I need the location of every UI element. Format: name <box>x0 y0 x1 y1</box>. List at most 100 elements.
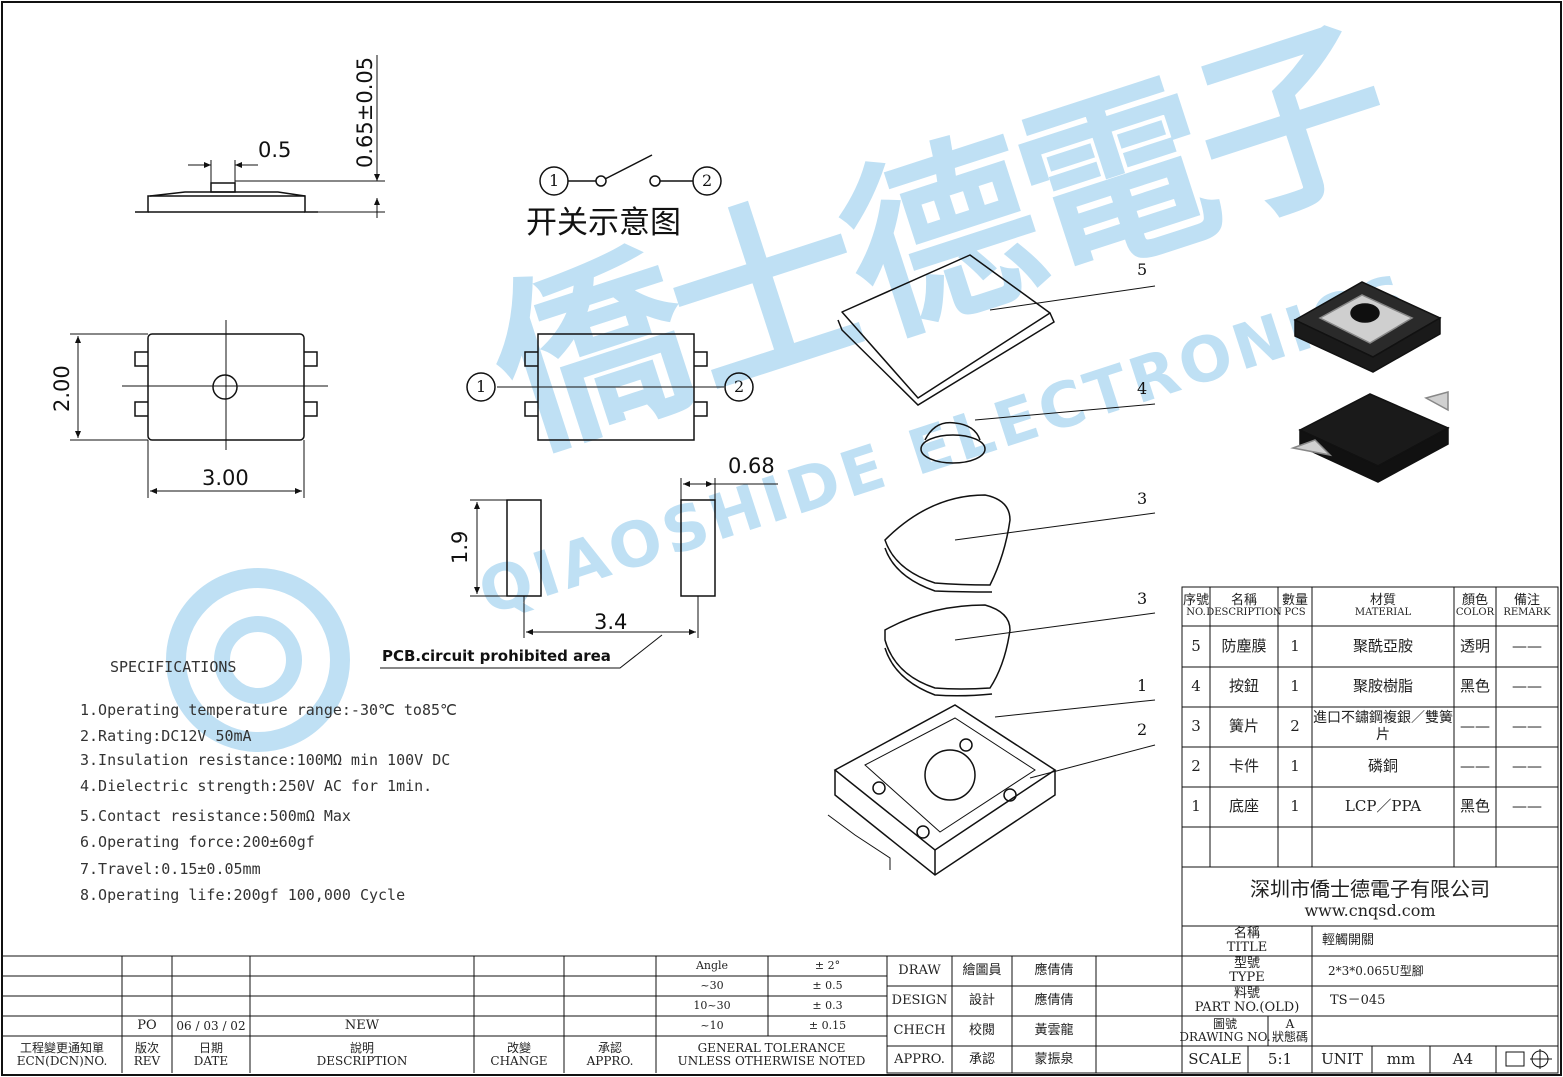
dim-length: 3.00 <box>202 466 249 490</box>
scale-label: SCALE <box>1188 1049 1242 1068</box>
bom-cell: 進口不鏽鋼複銀／雙簧片 <box>1313 710 1453 743</box>
pin-1-schematic: 1 <box>549 171 560 190</box>
tolerance-range: ~30 <box>700 979 724 993</box>
switch-schematic <box>539 154 722 196</box>
callout-5: 5 <box>1137 260 1148 279</box>
bom-cell: 磷銅 <box>1367 757 1398 776</box>
approval-role: CHECH <box>893 1023 946 1039</box>
bom-cell: 5 <box>1191 636 1201 655</box>
dim-height: 0.65±0.05 <box>353 56 377 168</box>
tolerance-range: Angle <box>695 959 729 973</box>
bom-cell: 1 <box>1290 636 1300 655</box>
bom-cell: 按鈕 <box>1228 677 1259 696</box>
bom-cell: 1 <box>1290 677 1300 696</box>
bom-cell: —— <box>1512 677 1542 696</box>
spec-item: 3.Insulation resistance:100MΩ min 100V D… <box>80 751 451 769</box>
title-block-lines <box>1181 866 1559 1074</box>
dim-pad-width: 0.68 <box>728 454 775 478</box>
bom-cell: —— <box>1512 717 1542 736</box>
unit-value: mm <box>1386 1049 1416 1068</box>
bom-cell: —— <box>1512 636 1542 655</box>
approval-person: 應倩倩 <box>1034 963 1074 979</box>
bom-cell: 聚胺樹脂 <box>1352 677 1413 696</box>
revision-date: 06 / 03 / 02 <box>176 1018 246 1033</box>
approval-role-cn: 校閱 <box>968 1023 995 1039</box>
callout-1: 1 <box>1137 676 1148 695</box>
revision-lines <box>2 955 887 1073</box>
bom-cell: —— <box>1460 717 1490 736</box>
unit-label: UNIT <box>1321 1049 1363 1068</box>
bom-cell: 3 <box>1191 717 1201 736</box>
bom-cell: —— <box>1512 757 1542 776</box>
bom-cell: 黑色 <box>1459 797 1490 816</box>
dim-pad-gap: 3.4 <box>594 610 628 634</box>
bom-cell: 1 <box>1290 757 1300 776</box>
product-photos <box>1290 281 1450 483</box>
spec-item: 4.Dielectric strength:250V AC for 1min. <box>80 777 433 795</box>
circuit-view <box>466 333 754 441</box>
spec-item: 1.Operating temperature range:-30℃ to85℃ <box>80 701 457 719</box>
exploded-view <box>827 254 1156 876</box>
specs-title: SPECIFICATIONS <box>110 658 237 676</box>
approval-role-cn: 設計 <box>968 993 995 1009</box>
dim-pad-height: 1.9 <box>448 530 472 564</box>
callout-3b: 3 <box>1137 589 1148 608</box>
pin-2-schematic: 2 <box>702 171 713 190</box>
side-view <box>135 55 385 218</box>
tolerance-range: ~10 <box>700 1019 724 1033</box>
approval-person: 黃雲龍 <box>1034 1023 1074 1039</box>
title-value: 輕觸開關 <box>1322 933 1375 949</box>
company-url: www.cnqsd.com <box>1304 900 1436 920</box>
revision-rev: PO <box>137 1018 157 1034</box>
bom-cell: 1 <box>1290 797 1300 816</box>
tolerance-value: ± 0.15 <box>808 1019 847 1033</box>
spec-item: 2.Rating:DC12V 50mA <box>80 727 252 745</box>
bom-cell: 防塵膜 <box>1221 636 1267 655</box>
pcb-prohibited-label: PCB.circuit prohibited area <box>382 647 611 665</box>
bom-cell: 卡件 <box>1228 757 1259 776</box>
pcb-footprint <box>380 478 778 669</box>
scale-value: 5:1 <box>1267 1049 1293 1068</box>
approval-person: 應倩倩 <box>1034 993 1074 1009</box>
company-name: 深圳市僑士德電子有限公司 <box>1250 876 1490 901</box>
type-value: 2*3*0.065U型腳 <box>1328 963 1424 978</box>
spec-item: 5.Contact resistance:500mΩ Max <box>80 807 351 825</box>
pin-2-circuit: 2 <box>734 377 745 396</box>
tolerance-value: ± 0.5 <box>812 979 843 993</box>
approval-lines <box>886 955 1183 1074</box>
spec-item: 7.Travel:0.15±0.05mm <box>80 860 261 878</box>
bom-cell: 2 <box>1290 717 1300 736</box>
top-view <box>70 320 328 498</box>
bom-cell: 底座 <box>1228 797 1259 816</box>
bom-cell: —— <box>1460 757 1490 776</box>
bom-cell: —— <box>1512 797 1542 816</box>
pin-1-circuit: 1 <box>476 377 487 396</box>
callout-4: 4 <box>1137 379 1148 398</box>
switch-diagram-label: 开关示意图 <box>526 205 681 241</box>
approval-role: APPRO. <box>894 1051 945 1067</box>
bom-cell: 透明 <box>1459 636 1490 655</box>
watermark-logo <box>166 568 350 752</box>
spec-item: 6.Operating force:200±60gf <box>80 833 315 851</box>
bom-cell: 2 <box>1191 757 1201 776</box>
callout-3a: 3 <box>1137 489 1148 508</box>
dim-actuator: 0.5 <box>258 138 292 162</box>
approval-role: DRAW <box>898 963 941 979</box>
sheet-size: A4 <box>1452 1049 1474 1068</box>
approval-role-cn: 繪圖員 <box>962 963 1002 979</box>
